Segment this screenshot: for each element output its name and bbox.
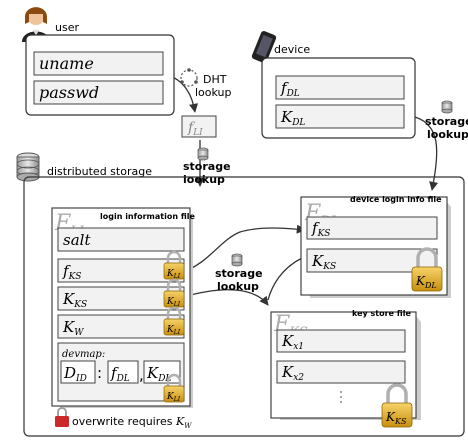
devmap-did-text: DID <box>63 364 87 384</box>
storage-lookup-1-line2: lookup <box>183 173 225 186</box>
salt-text: salt <box>63 231 91 249</box>
lock-icon-devmap: KLI <box>163 373 185 403</box>
ellipsis-dots <box>340 391 342 403</box>
uname-field <box>33 51 164 76</box>
distributed-storage-panel <box>23 176 465 437</box>
login-file-title: login information file <box>100 212 195 221</box>
uname-text: uname <box>39 54 94 73</box>
device-file-fks-field <box>306 216 438 240</box>
storage-lookup-2-line1: storage <box>425 115 468 128</box>
kks-to-keystore-arrow <box>182 289 269 306</box>
kx2-text: Kx2 <box>281 363 304 383</box>
passwd-text: passwd <box>39 83 99 102</box>
device-kdl-field <box>275 104 405 129</box>
login-fks-text: fKS <box>62 262 81 282</box>
dht-icon <box>180 68 198 87</box>
fks-to-device-arrow <box>182 224 306 273</box>
devmap-did-box <box>60 360 96 384</box>
storage-lookup-3-line1: storage <box>215 267 263 280</box>
devmap-colon: : <box>97 364 102 382</box>
overwrite-note: overwrite requires KW <box>72 415 192 430</box>
dht-label-line1: DHT <box>203 73 227 86</box>
devmap-comma: , <box>139 366 144 384</box>
user-label: user <box>55 21 79 34</box>
device-file-fks-text: fKS <box>311 219 330 239</box>
db-icon-small-2 <box>441 100 453 114</box>
svg-text:KKS: KKS <box>385 410 407 426</box>
login-kw-text: KW <box>62 318 84 338</box>
storage-lookup-1-line1: storage <box>183 160 231 173</box>
device-label: device <box>274 43 310 56</box>
passwd-field <box>33 80 164 105</box>
svg-text:KDL: KDL <box>415 274 437 290</box>
kx1-field <box>276 329 406 353</box>
keystore-file-title: key store file <box>352 309 411 318</box>
device-file-kks-text: KKS <box>311 252 336 272</box>
device-storage-arrow <box>414 116 439 191</box>
svg-text:KLI: KLI <box>166 392 181 403</box>
svg-text:KLI: KLI <box>166 297 181 308</box>
fli-box <box>181 115 217 138</box>
lock-icon-device-file: KDL <box>411 247 443 292</box>
device-kdl-text: KDL <box>280 108 305 128</box>
device-fdl-text: fDL <box>280 79 300 99</box>
lock-icon-keystore-file: KKS <box>381 383 413 428</box>
devmap-fdl-text: fDL <box>110 364 130 384</box>
kx2-field <box>276 360 406 384</box>
login-kks-text: KKS <box>62 290 87 310</box>
lock-icon-kw: KLI <box>163 306 185 336</box>
db-icon-small-3 <box>231 253 243 267</box>
devmap-kdl-box <box>143 360 181 384</box>
phone-icon <box>251 31 277 63</box>
fli-box-text: fLI <box>187 120 203 138</box>
dht-label-line2: lookup <box>195 86 232 99</box>
salt-field <box>57 227 185 252</box>
devmap-fdl-box <box>107 360 139 384</box>
devmap-label: devmap: <box>62 349 105 360</box>
red-lock-icon <box>55 407 69 427</box>
kx1-text: Kx1 <box>281 332 304 352</box>
devmap-kdl-text: KDL <box>146 364 171 384</box>
svg-text:KLI: KLI <box>166 325 181 336</box>
svg-text:KLI: KLI <box>166 269 181 280</box>
storage-lookup-3-line2: lookup <box>217 280 259 293</box>
distributed-storage-label: distributed storage <box>47 165 152 178</box>
device-file-title: device login info file <box>350 195 442 204</box>
device-fdl-field <box>275 75 405 100</box>
db-icon-small-1 <box>197 147 209 161</box>
device-to-keystore-arrow <box>267 257 303 301</box>
storage-lookup-2-line2: lookup <box>427 128 468 141</box>
connectors <box>164 73 439 306</box>
